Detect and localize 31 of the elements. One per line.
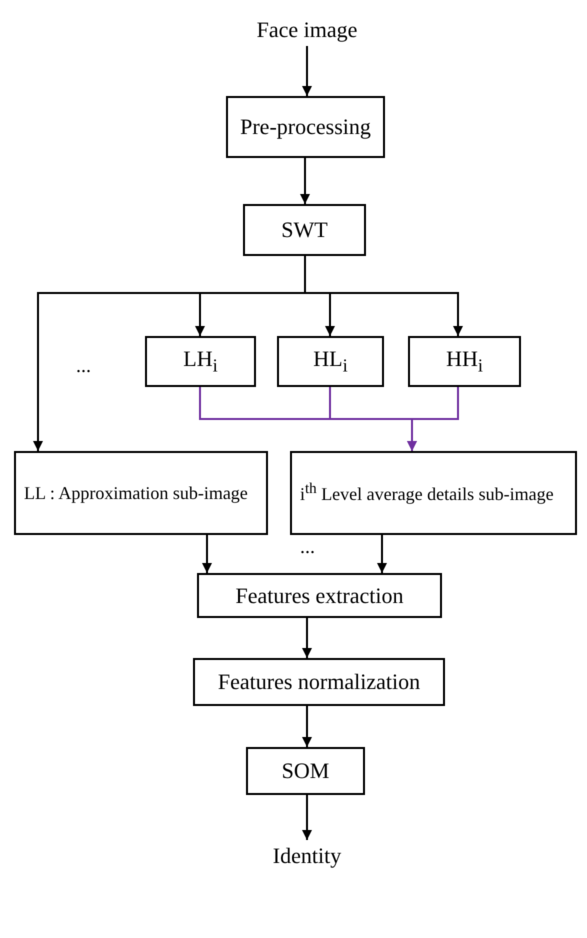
box-label: Features extraction bbox=[236, 582, 404, 608]
arrow bbox=[202, 535, 212, 573]
ellipsis-label: ... bbox=[300, 536, 315, 559]
box-label: LH$_{i}$ bbox=[183, 346, 218, 377]
process-box bbox=[243, 204, 366, 256]
box-label: Pre-processing bbox=[240, 114, 371, 140]
arrow bbox=[302, 618, 312, 658]
process-box bbox=[408, 336, 521, 387]
arrow bbox=[407, 387, 459, 451]
box-label: i$^{th}$ Level average details sub-image bbox=[300, 481, 554, 505]
process-box bbox=[290, 451, 577, 535]
arrow bbox=[377, 535, 387, 573]
ellipsis-label: ... bbox=[76, 355, 91, 378]
arrow bbox=[304, 256, 463, 336]
process-box bbox=[226, 96, 385, 158]
box-label: SWT bbox=[281, 217, 328, 243]
arrow bbox=[300, 158, 310, 204]
arrow bbox=[302, 706, 312, 747]
box-label: LL : Approximation sub-image bbox=[24, 482, 248, 504]
box-label: Features normalization bbox=[218, 669, 420, 695]
box-label: SOM bbox=[282, 758, 330, 784]
box-label: HH$_{i}$ bbox=[446, 346, 483, 377]
process-box bbox=[277, 336, 384, 387]
box-label: HL$_{i}$ bbox=[313, 346, 348, 377]
process-box bbox=[145, 336, 256, 387]
process-box bbox=[246, 747, 365, 795]
process-box bbox=[14, 451, 268, 535]
arrow bbox=[302, 795, 312, 840]
arrow bbox=[302, 46, 312, 96]
process-box bbox=[197, 573, 442, 618]
process-box bbox=[193, 658, 445, 706]
